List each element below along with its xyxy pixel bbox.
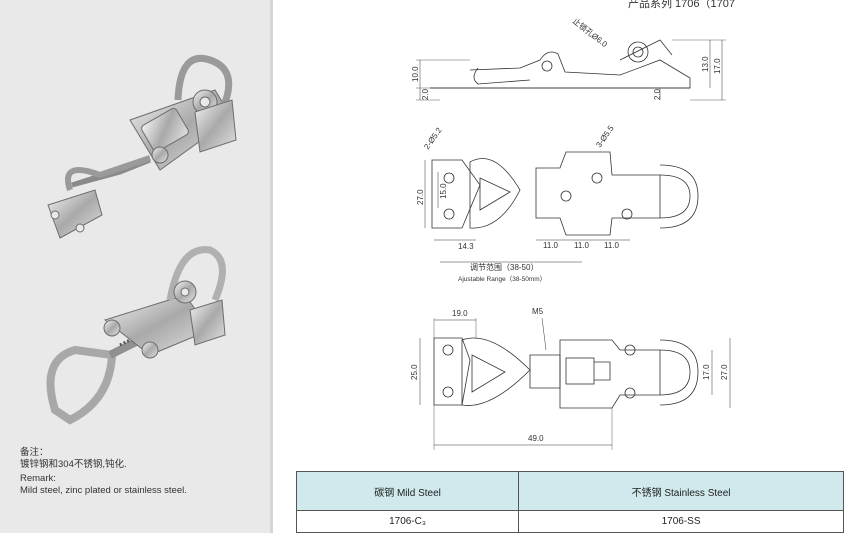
- hole-spec-right: 3-Ø5.5: [594, 123, 616, 149]
- product-photos: [46, 55, 237, 425]
- panel-divider: [270, 0, 273, 533]
- cell-mild-steel-model: 1706-C₃: [295, 510, 520, 533]
- dim-top-right-2: 11.0: [574, 241, 590, 250]
- dim-side-left-upper: 10.0: [411, 66, 420, 82]
- dim-top-height-inner: 15.0: [439, 183, 448, 199]
- dim-bottom-left-height: 25.0: [410, 364, 419, 380]
- remark-text-cn: 镀锌钢和304不锈钢,钝化.: [20, 459, 127, 470]
- dim-bottom-width: 49.0: [528, 434, 544, 443]
- dim-side-left-lower: 2.0: [421, 88, 430, 100]
- dim-top-right-1: 11.0: [543, 241, 559, 250]
- technical-drawings: 10.0 2.0 13.0 17.0 2.0 止锁孔Ø6.0 2-Ø5.2 3-…: [410, 16, 731, 450]
- table-header-row: 碳钢 Mild Steel 不锈钢 Stainless Steel: [295, 471, 844, 511]
- side-view-drawing: [416, 39, 726, 101]
- spec-table: 碳钢 Mild Steel 不锈钢 Stainless Steel 1706-C…: [295, 471, 844, 533]
- product-series-header: 产品系列 1706（1707: [628, 0, 735, 10]
- latch-photo-stainless: [46, 246, 226, 425]
- dim-side-right-c: 2.0: [653, 88, 662, 100]
- thread-label: M5: [532, 307, 544, 316]
- product-photo-panel: 备注： 镀锌钢和304不锈钢,钝化. Remark: Mild steel, z…: [0, 0, 270, 533]
- hole-spec-left: 2-Ø5.2: [422, 125, 444, 151]
- remark-label-cn: 备注：: [20, 447, 49, 458]
- dim-top-height-outer: 27.0: [416, 189, 425, 205]
- remark-text-en: Mild steel, zinc plated or stainless ste…: [20, 485, 187, 496]
- table-row: 1706-C₃ 1706-SS: [295, 510, 844, 533]
- header-stainless-steel: 不锈钢 Stainless Steel: [518, 471, 844, 511]
- adjust-range-cn: 调节范围（38-50）: [470, 262, 538, 272]
- header-mild-steel: 碳钢 Mild Steel: [295, 471, 520, 511]
- dim-bottom-right-h2: 27.0: [720, 364, 729, 380]
- dim-side-right-a: 13.0: [701, 56, 710, 72]
- dim-side-right-b: 17.0: [713, 58, 722, 74]
- remark-label-en: Remark:: [20, 473, 56, 484]
- cell-stainless-model: 1706-SS: [518, 510, 844, 533]
- dim-top-left-width: 14.3: [458, 242, 474, 251]
- dim-bottom-top-width: 19.0: [452, 309, 468, 318]
- latch-photo-zinc: [47, 55, 237, 239]
- top-view-drawing: [424, 151, 699, 263]
- dim-top-right-3: 11.0: [604, 241, 620, 250]
- lock-hole-note: 止锁孔Ø6.0: [571, 16, 610, 50]
- bottom-view-drawing: [419, 317, 731, 450]
- adjust-range-en: Ajustable Range（38-50mm）: [458, 275, 546, 283]
- dim-bottom-right-h1: 17.0: [702, 364, 711, 380]
